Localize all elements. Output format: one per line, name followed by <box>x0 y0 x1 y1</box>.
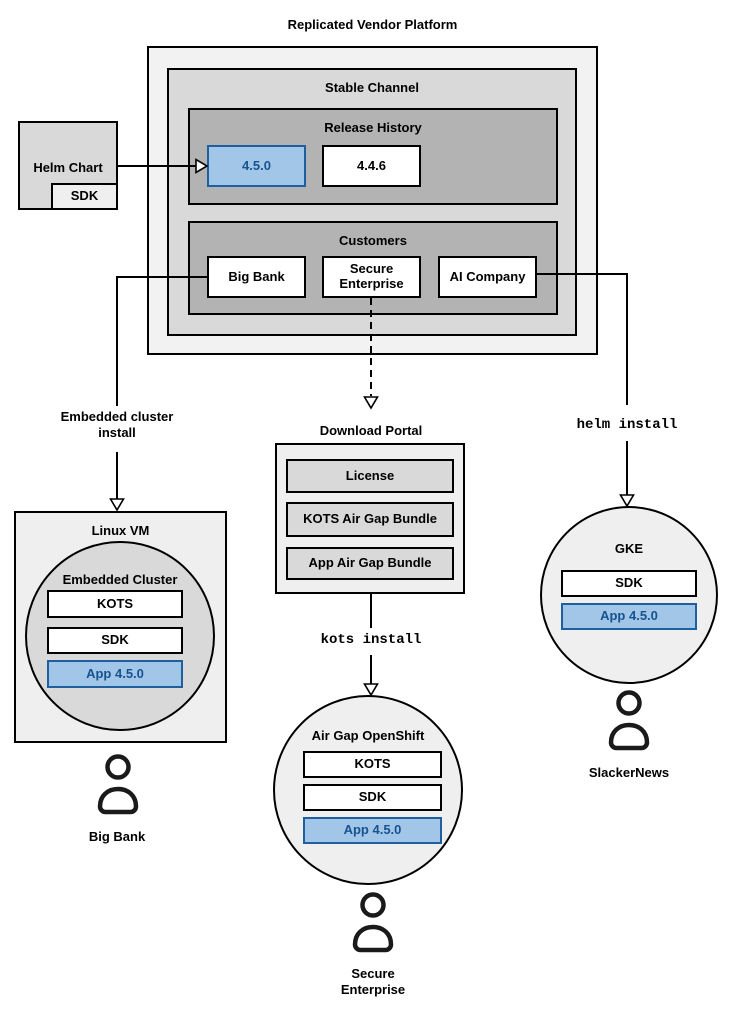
release-previous-box: 4.4.6 <box>322 145 421 187</box>
helm-chart-label: Helm Chart <box>33 160 103 175</box>
release-current-box: 4.5.0 <box>207 145 306 187</box>
release-history-label: Release History <box>324 120 422 135</box>
openshift-sdk-box: SDK <box>303 784 442 811</box>
secure-enterprise-user-label: Secure Enterprise <box>340 966 406 997</box>
embedded-cluster-sdk-box: SDK <box>47 627 183 654</box>
customer-ai-company-box: AI Company <box>438 256 537 298</box>
customers-label: Customers <box>339 233 407 248</box>
gke-label: GKE <box>614 541 644 556</box>
download-portal-label: Download Portal <box>319 423 423 438</box>
embedded-cluster-kots-box: KOTS <box>47 590 183 618</box>
air-gap-openshift-label: Air Gap OpenShift <box>311 728 425 743</box>
embedded-cluster-app-box: App 4.5.0 <box>47 660 183 688</box>
kots-install-command: kots install <box>320 632 422 648</box>
secure-enterprise-user-icon <box>352 892 394 953</box>
embedded-cluster-install-label: Embedded cluster install <box>60 409 174 440</box>
stable-channel-label: Stable Channel <box>325 80 419 95</box>
embedded-cluster-label: Embedded Cluster <box>62 572 178 587</box>
helm-install-command: helm install <box>576 417 678 433</box>
linux-vm-label: Linux VM <box>91 523 150 538</box>
openshift-kots-box: KOTS <box>303 751 442 778</box>
big-bank-user-icon <box>97 754 139 815</box>
app-air-gap-bundle-box: App Air Gap Bundle <box>286 547 454 580</box>
big-bank-user-label: Big Bank <box>88 829 146 844</box>
helm-chart-sdk-box: SDK <box>51 183 118 210</box>
slackernews-user-icon <box>608 690 650 751</box>
gke-app-box: App 4.5.0 <box>561 603 697 630</box>
customer-big-bank-box: Big Bank <box>207 256 306 298</box>
slackernews-user-label: SlackerNews <box>588 765 670 780</box>
openshift-app-box: App 4.5.0 <box>303 817 442 844</box>
customer-secure-enterprise-box: Secure Enterprise <box>322 256 421 298</box>
gke-sdk-box: SDK <box>561 570 697 597</box>
license-box: License <box>286 459 454 493</box>
diagram-title: Replicated Vendor Platform <box>287 17 458 32</box>
kots-air-gap-bundle-box: KOTS Air Gap Bundle <box>286 502 454 537</box>
